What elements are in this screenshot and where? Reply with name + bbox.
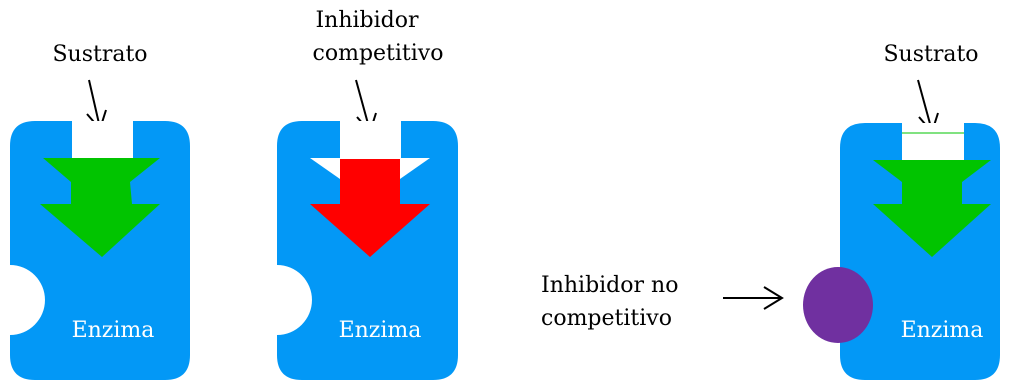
substrate-label: Sustrato bbox=[883, 42, 978, 67]
competitive-inhibitor-label-line2: competitivo bbox=[313, 41, 444, 66]
enzyme-label: Enzima bbox=[72, 318, 155, 343]
substrate-label: Sustrato bbox=[52, 42, 147, 67]
noncompetitive-inhibitor-label-line1: Inhibidor no bbox=[541, 273, 678, 298]
enzyme-label: Enzima bbox=[901, 318, 984, 343]
substrate-molecule bbox=[873, 160, 991, 257]
active-site bbox=[902, 123, 964, 160]
panel-noncompetitive: Sustrato Enzima Inhibidor no competitivo bbox=[541, 42, 1000, 380]
panel-substrate: Sustrato Enzima bbox=[10, 42, 190, 380]
noncompetitive-inhibitor-label-line2: competitivo bbox=[541, 306, 672, 331]
enzyme-label: Enzima bbox=[339, 318, 422, 343]
noncompetitive-inhibitor-arrow bbox=[723, 286, 784, 310]
competitive-inhibitor-label-line1: Inhibidor bbox=[315, 8, 419, 33]
active-site bbox=[72, 121, 133, 158]
competitive-inhibitor-molecule bbox=[310, 159, 430, 257]
noncompetitive-inhibitor-molecule bbox=[803, 267, 873, 343]
panel-competitive: Inhibidor competitivo Enzima bbox=[277, 8, 458, 380]
active-site bbox=[340, 121, 401, 158]
substrate-molecule bbox=[40, 158, 160, 257]
